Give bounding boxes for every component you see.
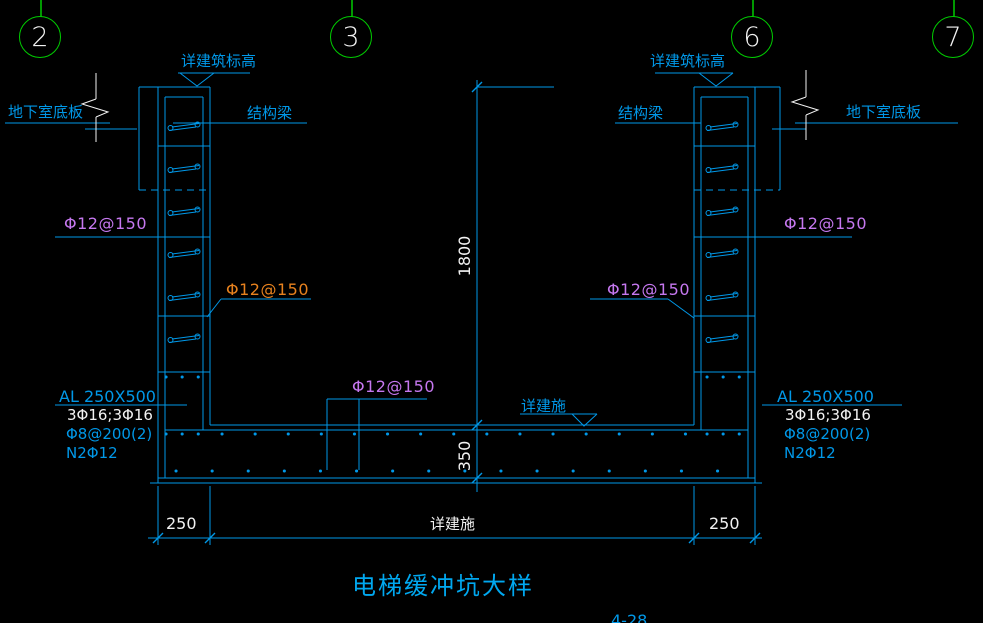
slab-rebar-leader (326, 398, 427, 470)
break-line-left (80, 73, 110, 142)
basement-slab-label-left: 地下室底板 (8, 103, 84, 121)
dimension-lines (148, 80, 762, 545)
beam-stirrups-right: Φ8@200(2) (784, 425, 871, 443)
elevation-note-right: 详建筑标高 (650, 52, 726, 70)
basement-slab-leaders (5, 122, 958, 130)
see-construction-marker (520, 413, 598, 427)
right-wall-section (693, 86, 781, 483)
left-wall-section (138, 86, 211, 483)
elevation-note-left: 详建筑标高 (181, 52, 257, 70)
dim-pit-depth: 1800 (454, 235, 474, 277)
break-line-right (790, 70, 820, 140)
axis-bubble-7-label: 7 (944, 21, 962, 53)
axis-bubble-3: 3 (330, 16, 372, 58)
axis-bubble-6-label: 6 (743, 21, 761, 53)
wall-inner-rebar-leaders (206, 298, 695, 319)
struct-beam-label-right: 结构梁 (618, 104, 664, 122)
dim-wall-width-left: 250 (166, 514, 197, 533)
beam-waist-bars-right: N2Φ12 (784, 444, 836, 462)
dim-slab-thickness: 350 (454, 440, 474, 472)
axis-grid-stems (40, 0, 955, 17)
beam-waist-bars-left: N2Φ12 (66, 444, 118, 462)
basement-slab-label-right: 地下室底板 (846, 103, 922, 121)
wall-inner-rebar-label-left: Φ12@150 (226, 280, 309, 299)
leaders-and-markers (5, 72, 958, 470)
rebar-dots (164, 375, 754, 473)
dim-wall-width-right: 250 (709, 514, 740, 533)
axis-bubble-7: 7 (932, 16, 974, 58)
see-construction-note-bottom: 详建施 (430, 515, 476, 533)
axis-bubble-3-label: 3 (342, 21, 360, 53)
wall-rebar-label-right: Φ12@150 (784, 214, 867, 233)
beam-tag-left: AL 250X500 (59, 387, 156, 406)
wall-inner-rebar-label-right: Φ12@150 (607, 280, 690, 299)
beam-stirrups-left: Φ8@200(2) (66, 425, 153, 443)
drawing-title: 电梯缓冲坑大样 (352, 572, 534, 600)
wall-rebar-label-left: Φ12@150 (64, 214, 147, 233)
elevation-marker-right (655, 72, 734, 87)
sheet-ref-partial: 4-28 (611, 611, 648, 623)
beam-main-bars-left: 3Φ16;3Φ16 (67, 406, 153, 424)
pit-slab-section (150, 424, 762, 484)
elevation-marker-left (178, 72, 250, 87)
see-construction-note-slab: 详建施 (521, 397, 567, 415)
struct-beam-label-left: 结构梁 (247, 104, 293, 122)
axis-bubble-2-label: 2 (31, 21, 49, 53)
beam-tag-right: AL 250X500 (777, 387, 874, 406)
axis-bubble-6: 6 (731, 16, 773, 58)
beam-main-bars-right: 3Φ16;3Φ16 (785, 406, 871, 424)
slab-rebar-label-center: Φ12@150 (352, 377, 435, 396)
axis-bubble-2: 2 (19, 16, 61, 58)
wall-ties (167, 121, 739, 343)
